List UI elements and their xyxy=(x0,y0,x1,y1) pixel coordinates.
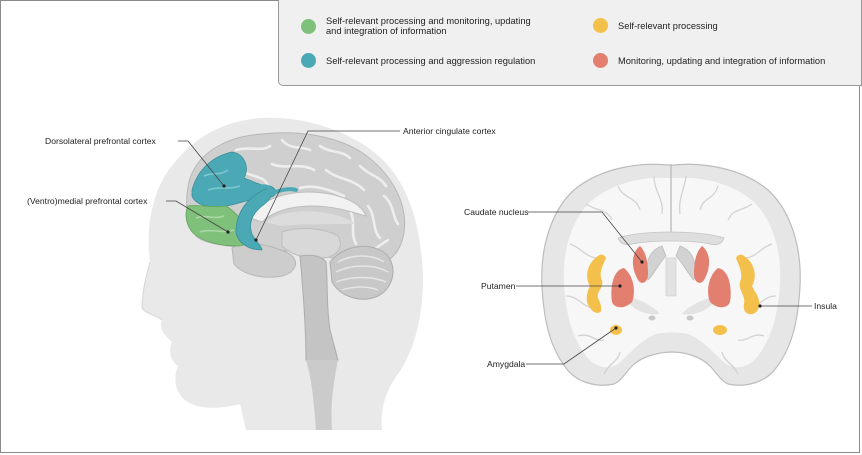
vmpfc-label: (Ventro)medial prefrontal cortex xyxy=(27,196,148,206)
putamen-label: Putamen xyxy=(481,281,516,291)
amygdala-label: Amygdala xyxy=(487,359,525,369)
coronal-brain xyxy=(542,164,800,385)
dlpfc-label: Dorsolateral prefrontal cortex xyxy=(45,136,157,146)
acc-label: Anterior cingulate cortex xyxy=(403,126,496,136)
insula-label: Insula xyxy=(814,301,837,311)
caudate-label: Caudate nucleus xyxy=(464,207,529,217)
amygdala-right xyxy=(713,325,727,335)
